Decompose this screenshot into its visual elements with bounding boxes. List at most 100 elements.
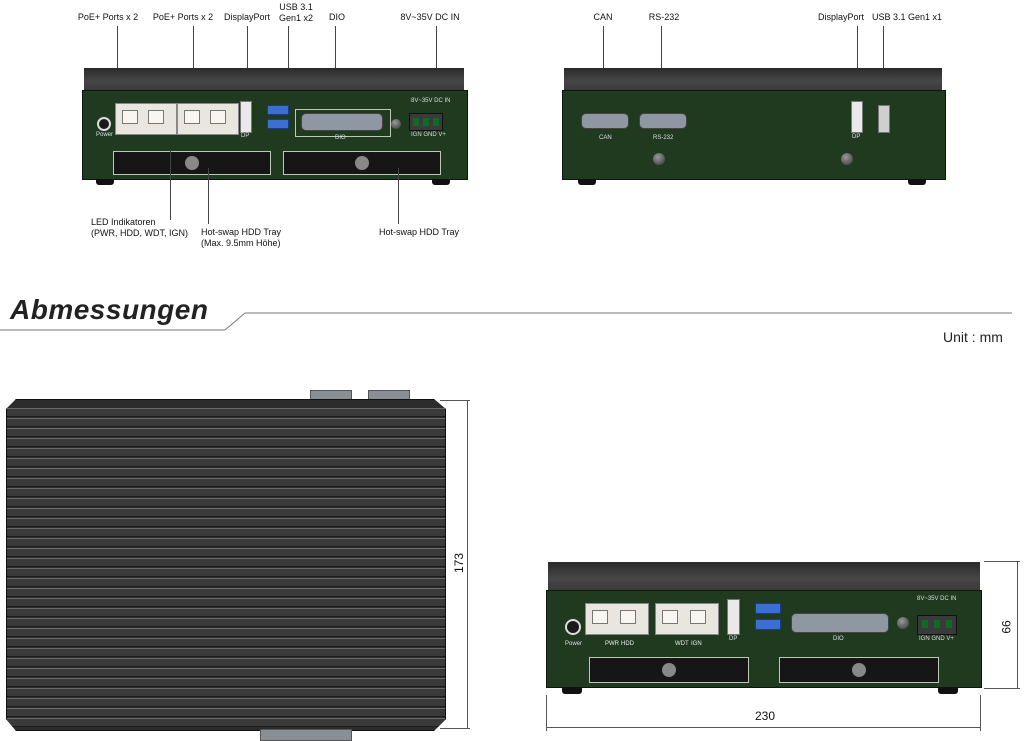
led-label-ign: IGN <box>691 641 702 647</box>
unit-label: Unit : mm <box>943 329 1003 345</box>
callout-poe-ports-1: PoE+ Ports x 2 <box>77 12 139 22</box>
hdd-tray-handle <box>185 156 199 170</box>
extension-line <box>440 728 470 729</box>
section-title: Abmessungen <box>10 294 209 325</box>
displayport-connector <box>851 101 863 133</box>
led-label-hdd: HDD <box>621 641 634 647</box>
extension-line <box>984 688 1020 689</box>
heatsink-fin <box>7 488 445 497</box>
hdd-tray-1 <box>113 151 271 175</box>
dimension-line-depth <box>467 400 468 729</box>
device-foot <box>562 687 582 694</box>
leader-line <box>247 26 248 102</box>
callout-usb-line1: USB 3.1 <box>279 2 313 12</box>
usb-port <box>267 105 289 115</box>
callout-usb-line2: Gen1 x2 <box>278 13 314 23</box>
grounding-screw <box>391 119 401 129</box>
led-label-wdt: WDT <box>675 641 689 647</box>
dp-label: DP <box>729 636 738 642</box>
heatsink-fin <box>7 508 445 517</box>
callout-led-line1: LED Indikatoren <box>91 217 156 227</box>
device-foot <box>578 179 596 185</box>
heatsink-fin <box>7 458 445 467</box>
antenna-mount <box>653 153 665 165</box>
hdd-tray-handle <box>662 663 676 677</box>
displayport-connector <box>240 101 252 133</box>
usb-port <box>267 119 289 129</box>
rj45-port <box>662 610 678 624</box>
leader-line <box>193 26 194 106</box>
leader-line <box>883 26 884 108</box>
section-rule <box>0 312 1012 331</box>
callout-dio: DIO <box>328 12 346 22</box>
dc-terminal-block <box>917 615 957 635</box>
hdd-tray-2 <box>779 657 939 683</box>
dc-terminal-block <box>409 113 443 131</box>
rs232-label: RS-232 <box>653 135 674 141</box>
heatsink-fin <box>7 448 445 457</box>
device-foot <box>908 179 926 185</box>
heatsink-fin <box>7 568 445 577</box>
callout-hdd-tray-1: Hot-swap HDD Tray <box>201 227 282 237</box>
connector-protrusion <box>260 729 352 741</box>
rj45-port <box>620 610 636 624</box>
antenna-mount <box>841 153 853 165</box>
hdd-tray-2 <box>283 151 441 175</box>
heatsink-fin <box>7 668 445 677</box>
heatsink-fin <box>7 548 445 557</box>
terminal-pin <box>423 118 429 126</box>
dio-connector <box>791 613 889 633</box>
heatsink-fin <box>7 678 445 687</box>
front-panel: Power PWR HDD WDT IGN DP DIO 8V~35V DC I… <box>546 590 982 688</box>
heatsink-fin <box>7 518 445 527</box>
power-button-icon <box>97 117 111 131</box>
hdd-tray-1 <box>589 657 749 683</box>
callout-hdd-tray-2: Hot-swap HDD Tray <box>379 227 460 237</box>
leader-line <box>170 150 171 220</box>
can-connector <box>581 113 629 129</box>
heatsink-fin <box>7 658 445 667</box>
heatsink-fin <box>7 538 445 547</box>
dc-in-label: 8V~35V DC IN <box>917 596 957 602</box>
leader-line <box>117 26 118 106</box>
dio-frame <box>295 109 391 137</box>
heatsink-top <box>6 399 446 731</box>
device-foot <box>96 179 114 185</box>
device-foot <box>938 687 958 694</box>
hdd-tray-handle <box>852 663 866 677</box>
dc-in-label: 8V~35V DC IN <box>411 98 451 104</box>
heatsink-fin <box>7 478 445 487</box>
terminal-pin <box>922 620 928 628</box>
callout-dc-in: 8V~35V DC IN <box>400 12 460 22</box>
leader-line <box>288 26 289 100</box>
heatsink-fin <box>7 628 445 637</box>
heatsink-fin <box>7 648 445 657</box>
heatsink-lid <box>564 68 942 90</box>
heatsink-fin <box>7 528 445 537</box>
dimension-height: 66 <box>999 620 1014 634</box>
rj45-port <box>690 610 706 624</box>
heatsink-fin <box>7 598 445 607</box>
power-button-icon <box>565 619 581 635</box>
dimension-width: 230 <box>755 709 776 723</box>
heatsink-fin <box>7 698 445 707</box>
heatsink-fin <box>7 718 445 727</box>
heatsink-lid <box>548 562 980 590</box>
heatsink-fin <box>7 408 445 417</box>
callout-rs232: RS-232 <box>648 12 680 22</box>
rj45-port <box>148 110 164 124</box>
callout-displayport: DisplayPort <box>223 12 271 22</box>
dio-label: DIO <box>335 135 346 141</box>
usb-port <box>755 603 781 614</box>
heatsink-fin <box>7 618 445 627</box>
poe-port-block-1 <box>115 103 177 135</box>
dimension-line-height <box>1017 561 1018 689</box>
dp-label: DP <box>852 134 861 140</box>
heatsink-fin <box>7 588 445 597</box>
heatsink-fin <box>7 438 445 447</box>
dp-label: DP <box>241 133 250 139</box>
poe-port-block-2 <box>177 103 239 135</box>
terminal-labels: IGN GND V+ <box>919 636 954 642</box>
extension-line <box>546 695 547 731</box>
heatsink-fin <box>7 578 445 587</box>
